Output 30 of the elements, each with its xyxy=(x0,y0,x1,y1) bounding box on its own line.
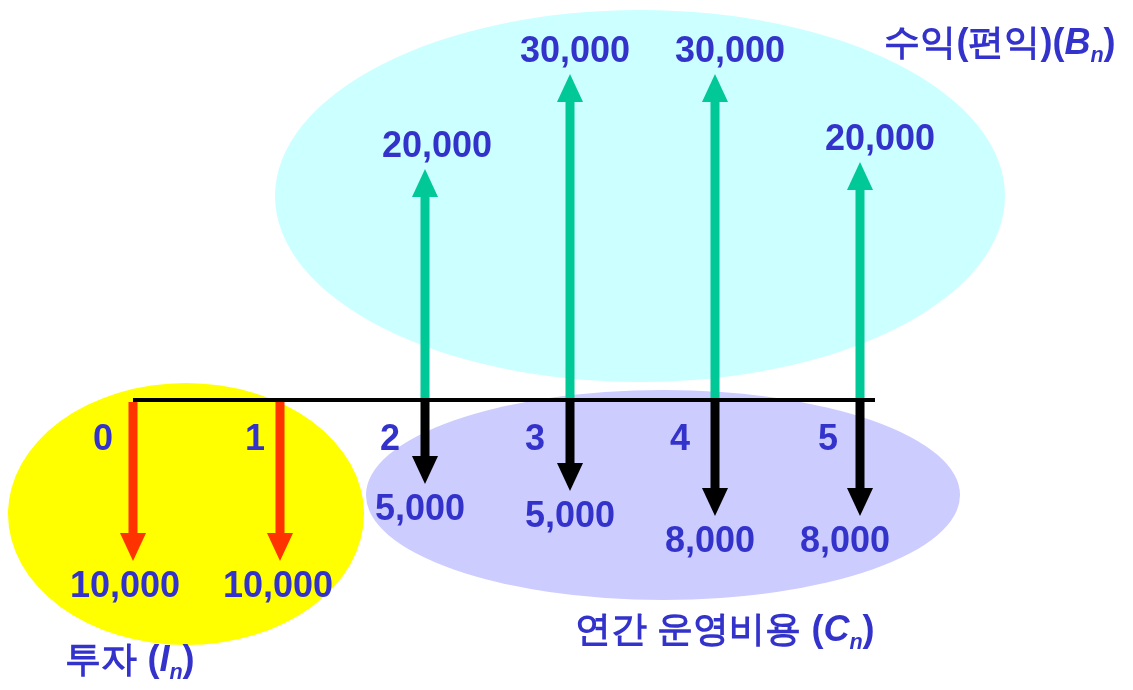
amount-label: 10,000 xyxy=(222,567,334,603)
amount-label: 30,000 xyxy=(674,32,786,68)
cash-flow-arrow xyxy=(412,169,438,398)
amount-label: 5,000 xyxy=(524,497,616,533)
amount-label: 20,000 xyxy=(824,120,936,156)
cash-flow-arrow xyxy=(847,402,873,516)
period-number: 0 xyxy=(93,420,113,456)
cash-flow-arrow xyxy=(847,162,873,398)
amount-label: 8,000 xyxy=(799,522,891,558)
timeline-bar xyxy=(133,398,875,402)
period-number: 3 xyxy=(525,420,545,456)
amount-label: 20,000 xyxy=(381,127,493,163)
region-heading: 투자 (I$_{n}$) xyxy=(65,641,195,683)
amount-label: 8,000 xyxy=(664,522,756,558)
period-number: 5 xyxy=(818,420,838,456)
cash-flow-arrow xyxy=(702,402,728,516)
cash-flow-arrow xyxy=(267,402,293,561)
region-heading: 연간 운영비용 (C$_{n}$) xyxy=(575,611,875,653)
cash-flow-arrow xyxy=(120,402,146,561)
region-heading: 수익(편익)(B$_{n}$) xyxy=(884,24,1116,66)
period-number: 2 xyxy=(380,420,400,456)
cash-flow-arrow xyxy=(557,402,583,491)
period-number: 1 xyxy=(245,420,265,456)
cash-flow-arrow xyxy=(557,74,583,398)
cash-flow-arrow xyxy=(702,74,728,398)
amount-label: 10,000 xyxy=(69,567,181,603)
amount-label: 30,000 xyxy=(519,32,631,68)
amount-label: 5,000 xyxy=(374,490,466,526)
cash-flow-arrow xyxy=(412,402,438,484)
period-number: 4 xyxy=(670,420,690,456)
